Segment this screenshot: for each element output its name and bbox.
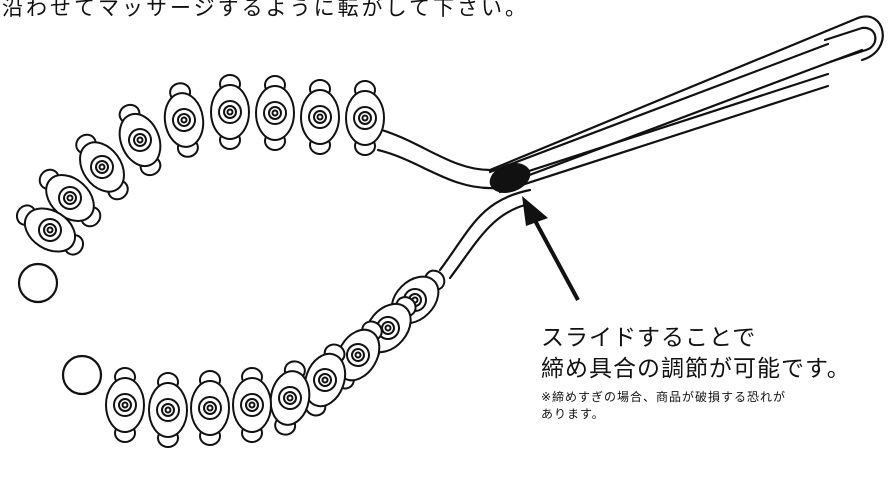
slider-knob	[489, 163, 531, 193]
roller-bead	[163, 82, 205, 158]
roller-bead	[345, 80, 385, 156]
handle-upper-arm	[373, 16, 860, 172]
roller-bead	[190, 370, 230, 446]
handle-loop	[856, 15, 884, 62]
handle-slot-bot	[498, 84, 830, 194]
caution-note-line-2: あります。	[541, 407, 605, 421]
lower-bead-chain	[105, 269, 446, 448]
roller-bead	[105, 367, 145, 443]
end-cap-lower	[61, 354, 103, 396]
caution-note-line-1: ※締めすぎの場合、商品が破損する恐れが	[541, 390, 787, 404]
caution-note: ※締めすぎの場合、商品が破損する恐れが あります。	[541, 389, 891, 423]
callout-line-2: 締め具合の調節が可能です。	[541, 356, 851, 382]
callout-line-1: スライドすることで	[541, 325, 757, 351]
pointer-arrow	[522, 196, 580, 301]
handle-upper-arm-inner	[376, 48, 864, 190]
roller-bead	[300, 79, 340, 155]
handle-slot-mid	[493, 72, 830, 184]
roller-bead	[118, 103, 162, 177]
handle-lower-arm	[438, 188, 532, 272]
roller-bead	[148, 372, 188, 448]
header-instruction: 沿わせてマッサージするように転がして下さい。	[2, 0, 529, 20]
roller-bead	[75, 133, 129, 201]
roller-bead	[303, 343, 347, 417]
roller-bead	[269, 360, 311, 436]
roller-bead	[38, 168, 102, 228]
roller-bead	[255, 75, 295, 151]
end-cap-upper	[17, 262, 59, 304]
roller-bead	[232, 367, 272, 443]
handle-lower-arm-inner	[448, 203, 527, 280]
upper-bead-chain	[15, 74, 385, 256]
roller-bead	[210, 74, 250, 150]
handle-loop-inner	[823, 26, 877, 64]
handle-slot-top	[488, 42, 830, 174]
